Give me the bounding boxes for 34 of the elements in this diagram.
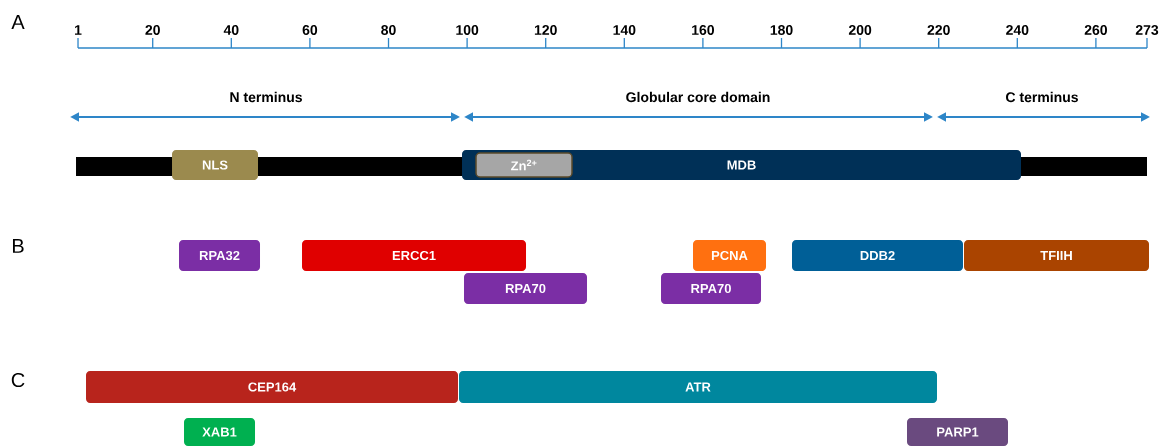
region-label: N terminus: [230, 91, 302, 103]
tick-label: 220: [927, 25, 950, 35]
tick-label: 260: [1084, 25, 1107, 35]
tick-label: 40: [223, 25, 239, 35]
tick-label: 200: [848, 25, 872, 35]
tick-label: 1: [75, 25, 82, 35]
binding-region-bar: PARP1: [907, 418, 1008, 446]
binding-region-bar: DDB2: [792, 240, 963, 271]
tick-label: 60: [302, 25, 318, 35]
binding-region-bar: CEP164: [86, 371, 458, 403]
panel-letter: B: [13, 239, 24, 253]
tick-label: 140: [613, 25, 636, 35]
region-label: Globular core domain: [626, 91, 770, 103]
tick-label: 120: [534, 25, 557, 35]
binding-region-bar: RPA32: [179, 240, 260, 271]
tick-label: 180: [770, 25, 793, 35]
tick-label: 20: [145, 25, 160, 35]
tick-label: 273: [1135, 25, 1159, 35]
region-label: C terminus: [1006, 91, 1078, 103]
binding-region-bar: PCNA: [693, 240, 766, 271]
panel-letter: C: [11, 372, 25, 388]
tick-label: 100: [456, 25, 479, 35]
tick-label: 240: [1006, 25, 1029, 35]
binding-region-bar: RPA70: [661, 273, 761, 304]
binding-region-bar: RPA70: [464, 273, 587, 304]
domain-box: NLS: [172, 150, 258, 180]
tick-label: 80: [381, 25, 396, 35]
tick-label: 160: [692, 25, 714, 35]
binding-region-bar: ATR: [459, 371, 937, 403]
domain-box: Zn$^{2+}$: [475, 152, 573, 178]
panel-letter: A: [11, 15, 25, 29]
binding-region-bar: XAB1: [184, 418, 255, 446]
binding-region-bar: TFIIH: [964, 240, 1149, 271]
binding-region-bar: ERCC1: [302, 240, 526, 271]
